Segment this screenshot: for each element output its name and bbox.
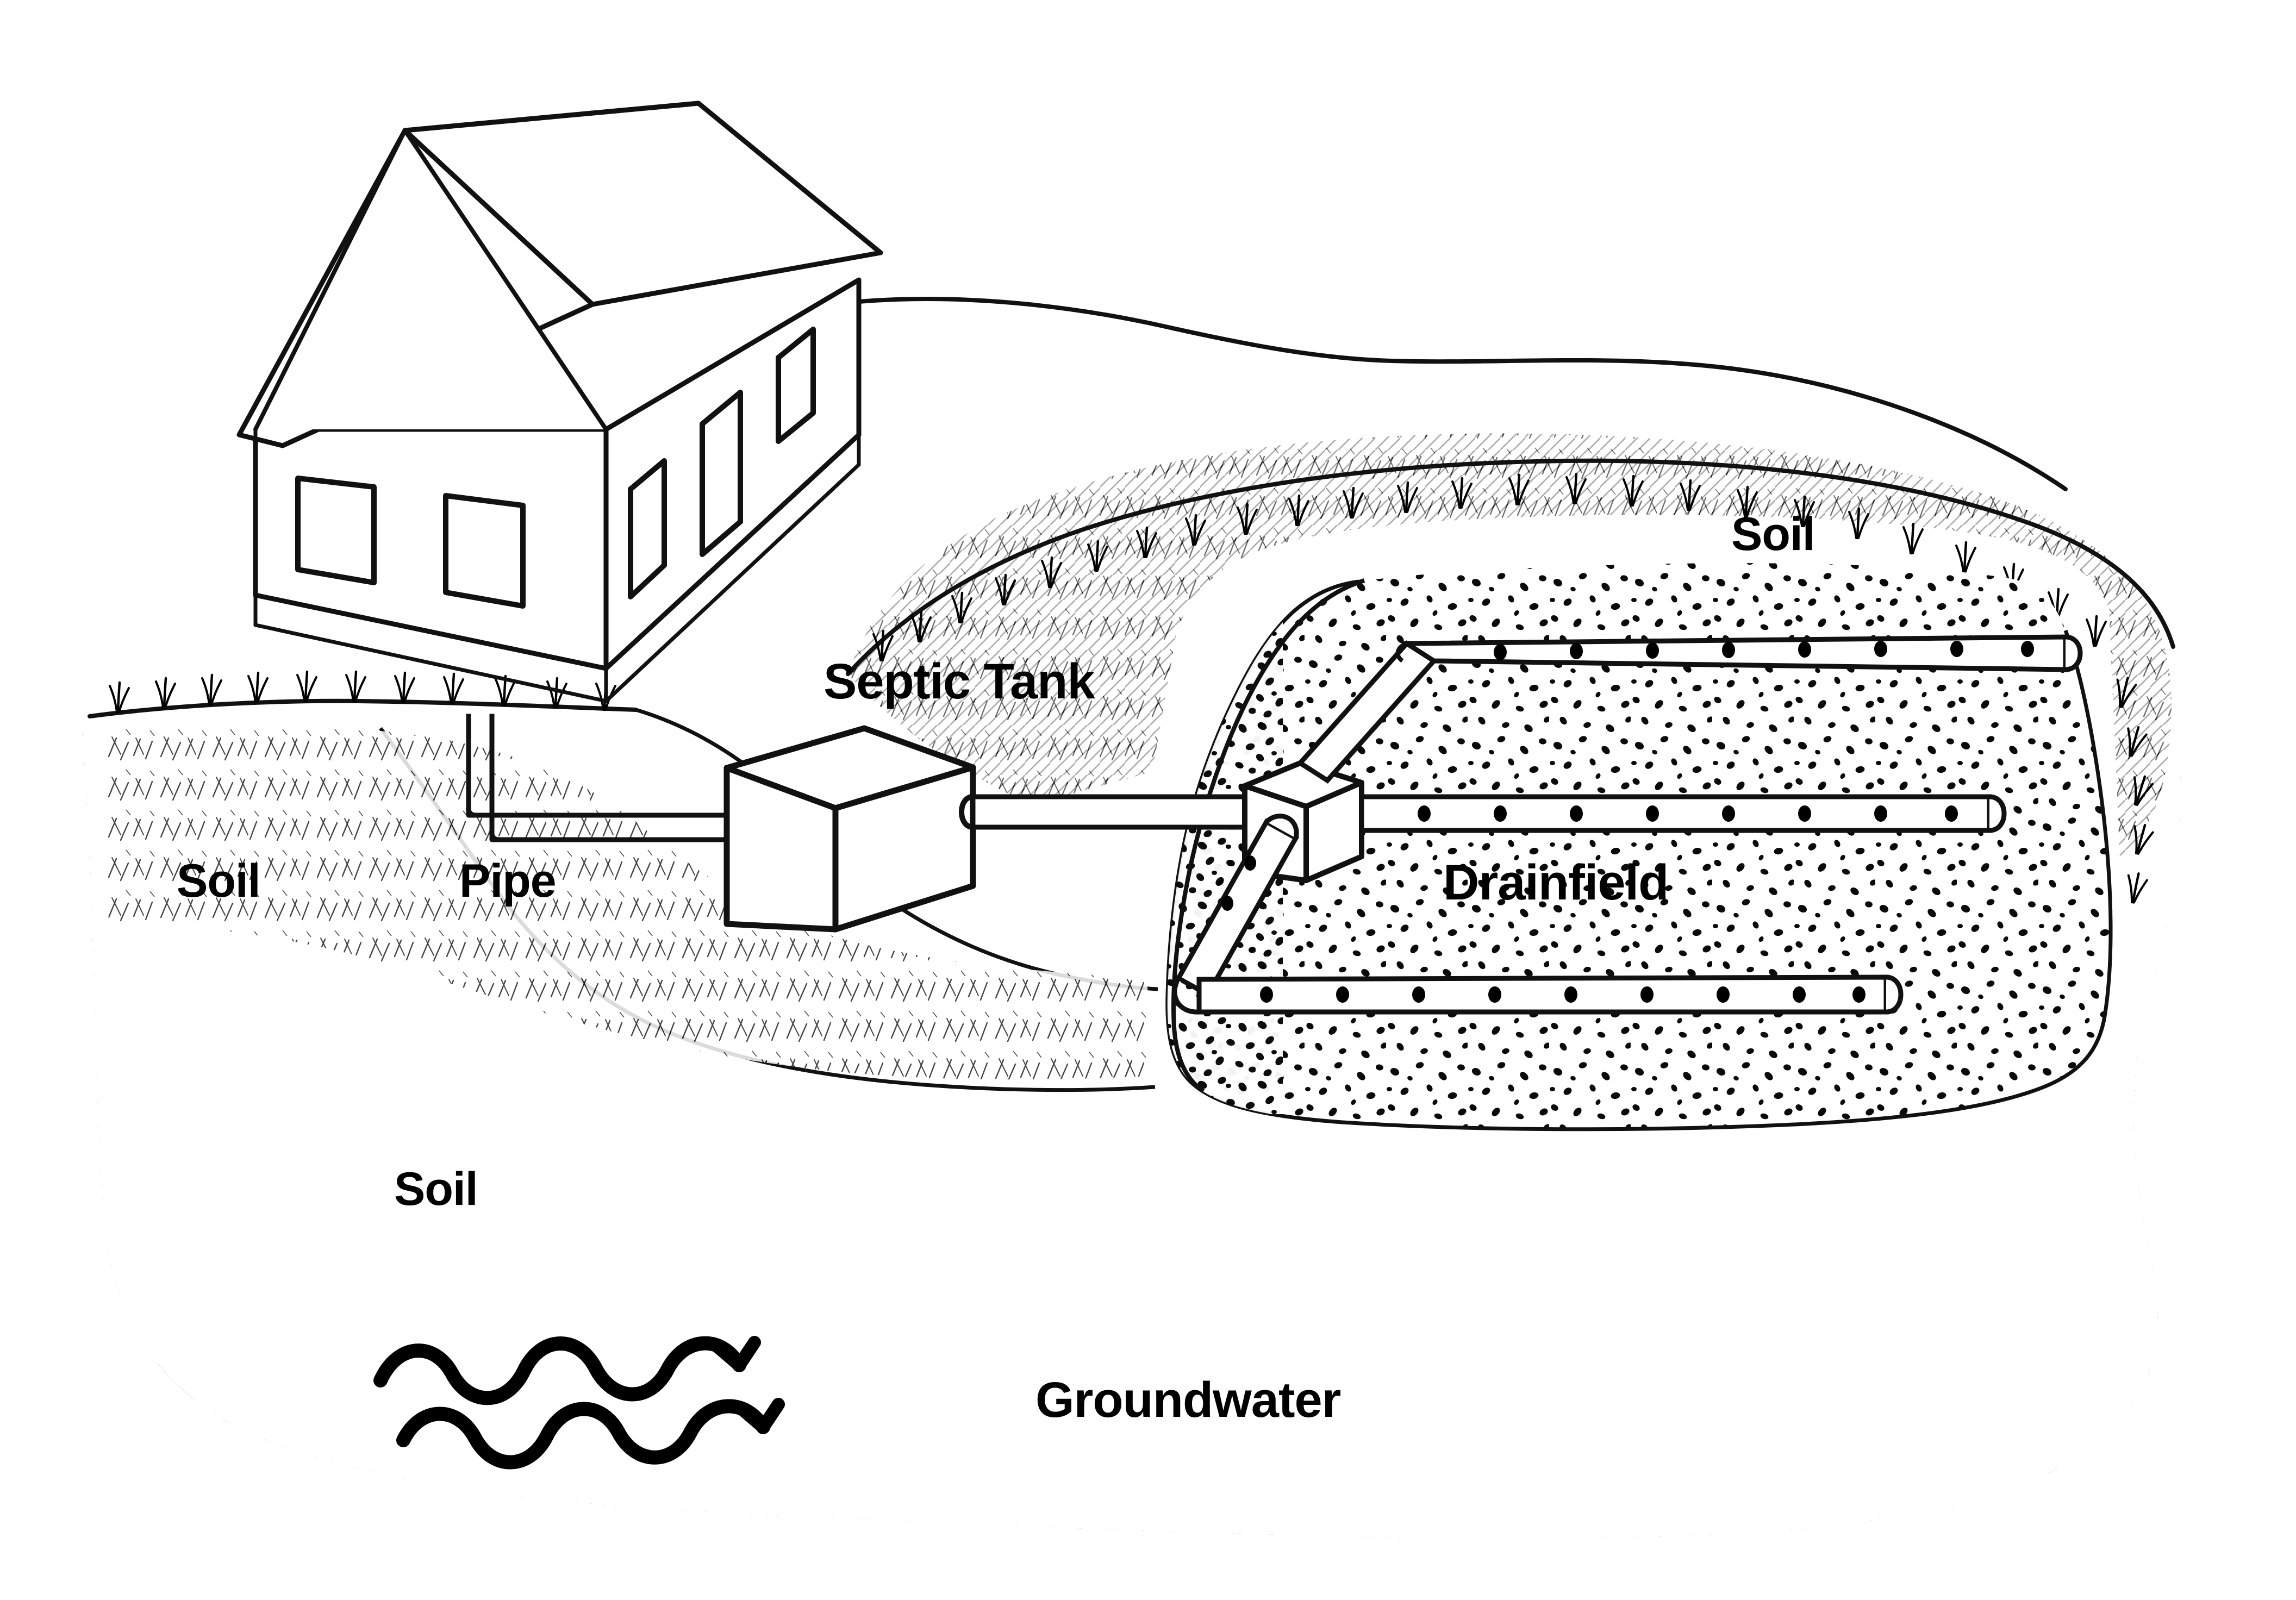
earth-block bbox=[76, 279, 2196, 1554]
label-groundwater: Groundwater bbox=[1035, 1372, 1341, 1428]
drain-pipes bbox=[1172, 634, 2083, 1015]
label-septic-tank: Septic Tank bbox=[823, 654, 1095, 709]
label-soil-lower: Soil bbox=[394, 1163, 478, 1215]
septic-outlet-pipe bbox=[959, 794, 1247, 830]
lawn-edge-left bbox=[88, 698, 638, 718]
house bbox=[236, 101, 883, 703]
drain-pipe-middle bbox=[1359, 794, 2007, 833]
topsoil-front-edge bbox=[846, 458, 2175, 676]
septic-tank bbox=[723, 725, 976, 933]
house-window-right-1 bbox=[628, 458, 667, 599]
house-window-right-2 bbox=[776, 327, 816, 444]
house-window-left-2 bbox=[443, 493, 526, 609]
label-soil-left: Soil bbox=[177, 855, 261, 907]
groundwater-arrows bbox=[373, 1336, 785, 1470]
groundwater-arrow-1 bbox=[373, 1336, 761, 1405]
drain-pipe-top bbox=[1296, 634, 2083, 784]
label-soil-topright: Soil bbox=[1731, 508, 1815, 560]
sewer-pipe bbox=[465, 714, 728, 842]
groundwater-arrow-2 bbox=[396, 1398, 785, 1470]
drain-pipe-bottom bbox=[1172, 814, 1904, 1015]
label-pipe: Pipe bbox=[459, 855, 557, 907]
horizon-line bbox=[857, 297, 2068, 491]
house-door-right bbox=[700, 390, 743, 557]
label-drainfield: Drainfield bbox=[1443, 855, 1669, 910]
house-window-left-1 bbox=[295, 476, 377, 585]
